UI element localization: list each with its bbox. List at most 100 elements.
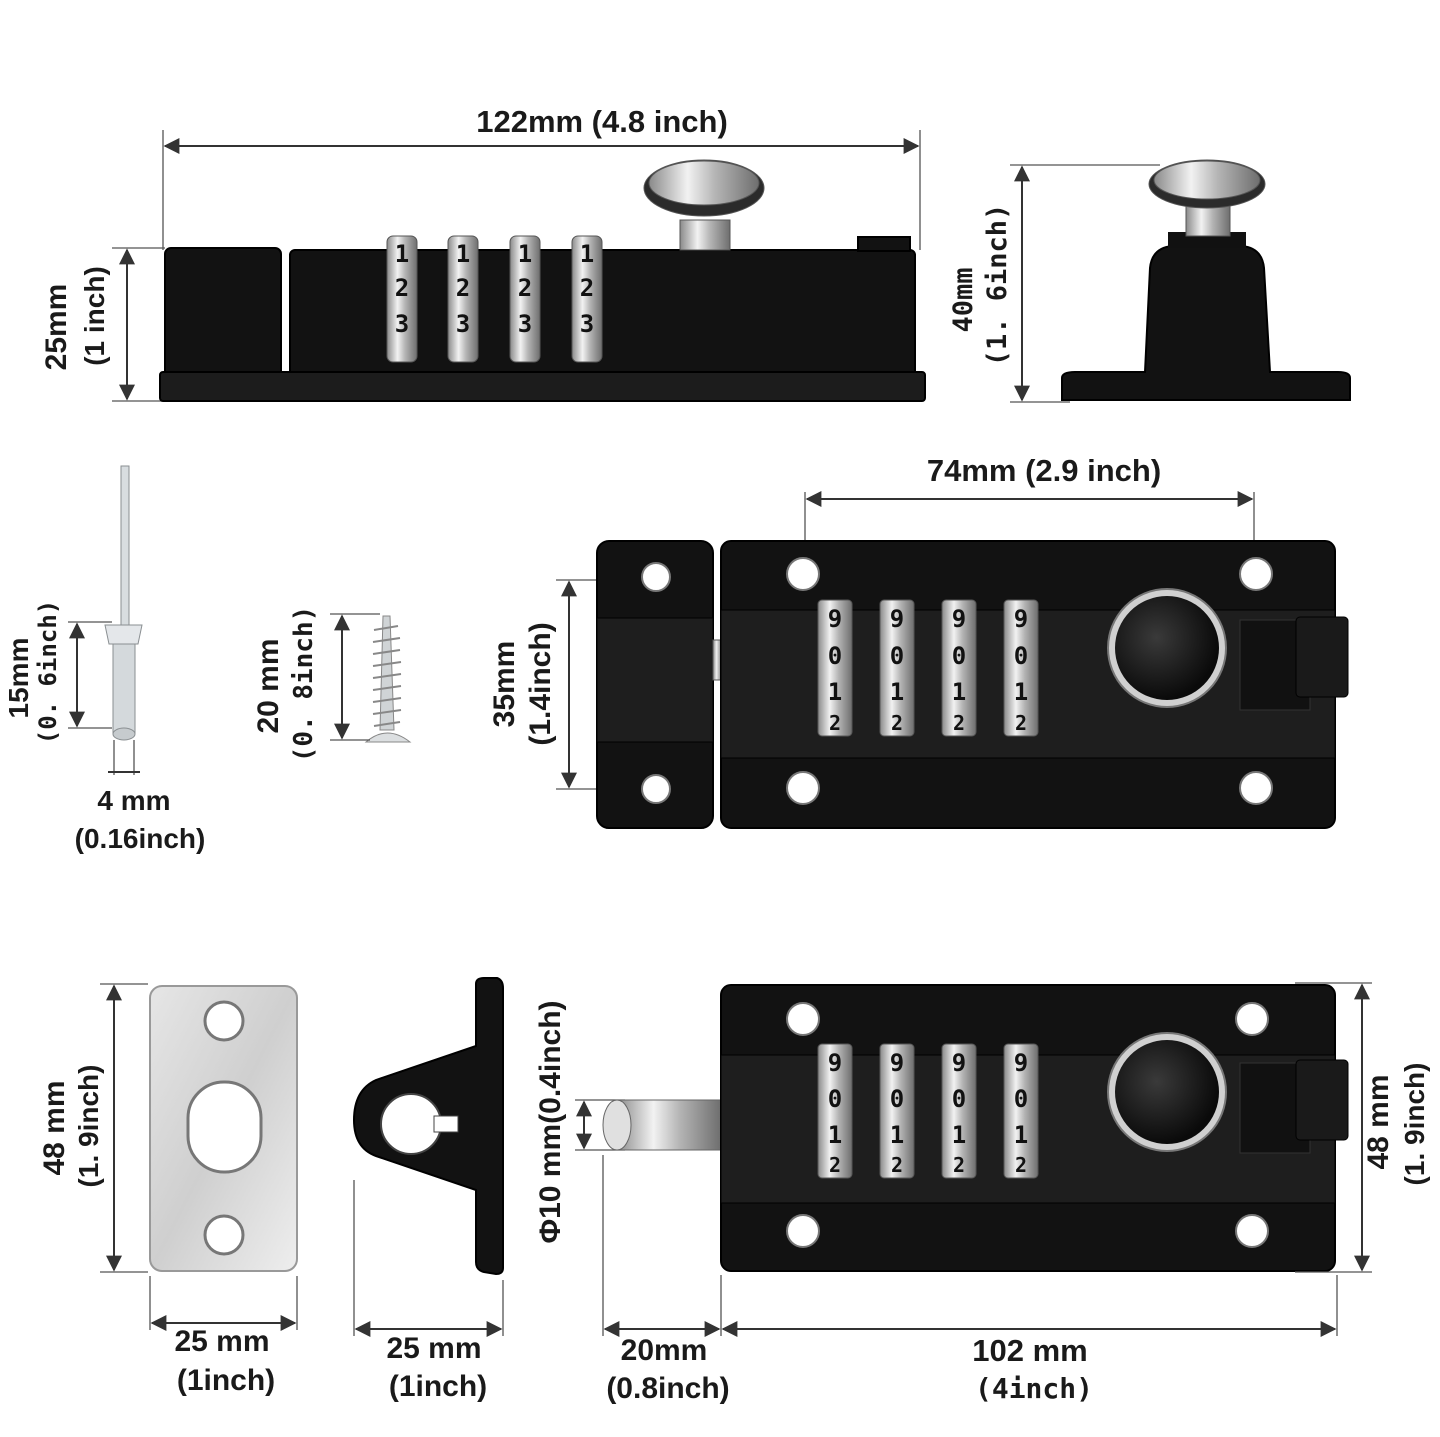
front-dial-4: 9 0 1 2 [1003,599,1039,737]
bottom-dial-3: 9 0 1 2 [941,1043,977,1179]
screw-view: 20 mm (0. 8inch) [252,606,412,763]
front-dial-1: 9 0 1 2 [817,599,853,737]
dial-wheel-4: 1 2 3 [571,235,603,363]
svg-text:2: 2 [580,274,594,302]
latch-tab [857,236,911,252]
body-height-in-label: (1. 9inch) [1399,1063,1430,1186]
hole-spacing-label: 74mm (2.9 inch) [927,453,1161,488]
bottom-hole-tr [1235,1002,1269,1036]
front-view: 74mm (2.9 inch) 35mm (1.4inch) 9 0 1 2 [488,453,1349,829]
svg-text:2: 2 [953,711,965,735]
svg-text:0: 0 [952,1085,966,1113]
svg-text:1: 1 [952,1121,966,1149]
bottom-hole-br [1235,1214,1269,1248]
svg-text:2: 2 [953,1153,965,1177]
svg-text:9: 9 [890,605,904,633]
body-hole-bl [786,771,820,805]
bolt-dia-label: Φ10 mm(0.4inch) [534,1000,567,1243]
svg-text:2: 2 [891,711,903,735]
svg-text:3: 3 [580,310,594,338]
body-length-in-label: (4inch) [975,1372,1093,1405]
svg-text:1: 1 [828,1121,842,1149]
bottom-dial-1: 9 0 1 2 [817,1043,853,1179]
svg-text:1: 1 [952,678,966,706]
bottom-dial-2: 9 0 1 2 [879,1043,915,1179]
svg-text:2: 2 [395,274,409,302]
svg-text:0: 0 [828,642,842,670]
svg-text:2: 2 [1015,711,1027,735]
svg-text:0: 0 [1014,1085,1028,1113]
rivet-dia-mm-label: 4 mm [97,785,170,816]
front-height-mm-label: 35mm [488,641,521,728]
side-height-in-label: (1. 6inch) [982,204,1013,367]
bottom-latch [1295,1059,1349,1141]
rivet-length-in-label: (0. 6inch) [34,600,62,745]
svg-text:0: 0 [1014,642,1028,670]
knob-stem [679,219,731,251]
svg-text:2: 2 [1015,1153,1027,1177]
bottom-knob [1115,1040,1219,1144]
body-hole-tr [1239,557,1273,591]
svg-text:2: 2 [829,1153,841,1177]
side-height-mm-label: 40mm [948,267,979,332]
screw-length-mm-label: 20 mm [252,638,285,733]
svg-text:2: 2 [518,274,532,302]
end-body [1061,245,1351,401]
knob-top [643,159,765,251]
svg-text:1: 1 [890,1121,904,1149]
svg-text:0: 0 [890,642,904,670]
front-dial-3: 9 0 1 2 [941,599,977,737]
dial-wheel-2: 1 2 3 [447,235,479,363]
body-hole-br [1239,771,1273,805]
svg-text:9: 9 [1014,605,1028,633]
bottom-dial-4: 9 0 1 2 [1003,1043,1039,1179]
svg-text:1: 1 [1014,678,1028,706]
svg-text:1: 1 [1014,1121,1028,1149]
body-height-mm-label: 48 mm [1362,1074,1395,1169]
svg-text:9: 9 [828,605,842,633]
plate-hole-top [203,1000,245,1042]
svg-text:3: 3 [518,310,532,338]
rivet-length-mm-label: 15mm [3,638,34,719]
plate-height-mm-label: 48 mm [38,1080,71,1175]
svg-text:9: 9 [828,1049,842,1077]
front-dial-2: 9 0 1 2 [879,599,915,737]
rivet-body [112,643,136,735]
strike-hole-top [641,562,671,592]
bottom-hole-bl [786,1214,820,1248]
svg-text:1: 1 [395,240,409,268]
base-flange [159,371,926,402]
plate-height-in-label: (1. 9inch) [73,1065,104,1188]
bracket-hole [380,1093,442,1155]
svg-text:1: 1 [580,240,594,268]
end-knob-cap [1153,160,1261,200]
plate-width-in-label: (1inch) [177,1364,275,1397]
end-knob-stem [1185,205,1231,237]
svg-text:2: 2 [456,274,470,302]
svg-text:1: 1 [890,678,904,706]
plate-hole-bottom [203,1214,245,1256]
body-length-mm-label: 102 mm [972,1333,1087,1368]
front-height-in-label: (1.4inch) [524,622,557,745]
svg-text:0: 0 [952,642,966,670]
rivet-dia-in-label: (0.16inch) [75,823,206,854]
svg-text:2: 2 [829,711,841,735]
bracket-width-mm-label: 25 mm [386,1332,481,1365]
svg-text:1: 1 [828,678,842,706]
dial-wheel-1: 1 2 3 [386,235,418,363]
svg-text:3: 3 [395,310,409,338]
body-hole-tl [786,557,820,591]
svg-text:0: 0 [890,1085,904,1113]
strike-plate-view: 48 mm (1. 9inch) 25 mm (1inch) [38,983,298,1397]
top-length-label: 122mm (4.8 inch) [476,104,728,139]
front-latch [1295,616,1349,698]
strike-hole-bottom [641,774,671,804]
rivet-head [104,624,143,645]
svg-text:2: 2 [891,1153,903,1177]
svg-text:1: 1 [456,240,470,268]
svg-text:9: 9 [1014,1049,1028,1077]
screw-length-in-label: (0. 8inch) [289,606,319,763]
bottom-front-view: Φ10 mm(0.4inch) 9 0 1 2 9 0 [534,982,1430,1405]
